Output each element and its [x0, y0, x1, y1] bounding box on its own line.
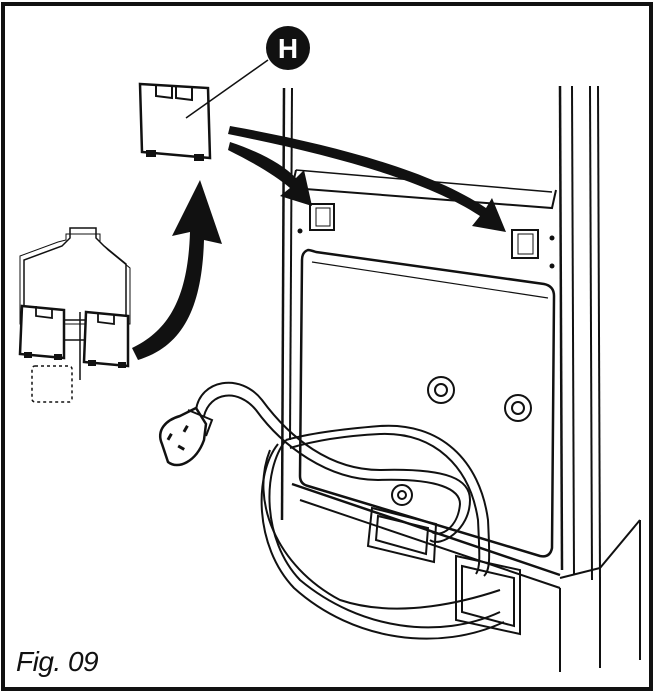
- arrow-icon: [132, 180, 222, 360]
- power-cord-icon: [195, 381, 505, 640]
- callout-h: H: [266, 26, 310, 70]
- hinge-cover-spare-left: [18, 304, 66, 360]
- arrow-to-left-hole-icon: [228, 142, 312, 206]
- arrow-to-right-hole-icon: [228, 126, 506, 232]
- callout-h-label: H: [278, 33, 298, 64]
- hinge-cover-icon: [138, 82, 212, 161]
- refrigerator-back-icon: [280, 85, 641, 672]
- power-plug-icon: [159, 406, 214, 467]
- callout-leader: [185, 59, 269, 119]
- figure-caption: Fig. 09: [16, 646, 99, 677]
- mounting-hole-right: [511, 229, 539, 259]
- hinge-cover-spare-right: [82, 310, 130, 368]
- mounting-hole-left: [309, 203, 335, 231]
